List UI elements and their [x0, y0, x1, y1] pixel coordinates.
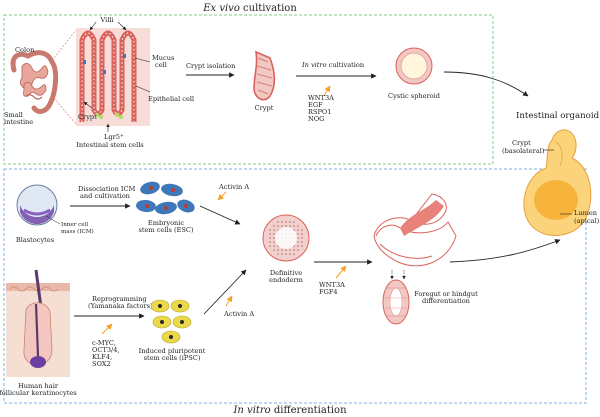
intestinal-organoid-label: Intestinal organoid: [516, 111, 600, 121]
ex-vivo-frame: [3, 14, 494, 165]
in-vitro-title: In vitro differentiation: [232, 405, 347, 416]
ipsc-label-2: stem cells (iPSC): [144, 354, 201, 362]
foregut-label-1: Foregut or hindgut: [414, 290, 478, 298]
yamanaka-sox2: SOX2: [92, 360, 111, 368]
isolated-crypt: [253, 50, 276, 101]
cystic-spheroid-label: Cystic spheroid: [388, 92, 441, 100]
factor-wnt3a: WNT3A: [308, 94, 334, 102]
esc-cells: [136, 181, 195, 215]
mucus-cell-label-2: cell: [155, 61, 167, 69]
crypt-left-label: Crypt: [78, 113, 97, 121]
in-vitro-cultivation-label: In vitro cultivation: [301, 61, 365, 69]
esc-label-1: Embryonic: [148, 219, 184, 227]
icm-label-2: mass (ICM): [61, 228, 94, 235]
lumen-label-2: (apical): [574, 217, 600, 225]
crypt-basolateral-label-1: Crypt: [512, 139, 531, 147]
esc-label-2: stem cells (ESC): [138, 226, 194, 234]
small-intestine-label-1: Small: [4, 111, 23, 119]
hair-follicle: [6, 269, 70, 377]
yamanaka-oct34: OCT3/4,: [92, 346, 120, 354]
in-vitro-frame: [3, 168, 587, 404]
crypt-mid-label: Crypt: [255, 104, 274, 112]
colon-label: Colon: [15, 46, 35, 54]
yamanaka-klf4: KLF4,: [92, 353, 112, 361]
reprogramming-label-1: Reprogramming: [92, 295, 147, 303]
definitive-label-1: Definitive: [270, 269, 302, 277]
esc-to-endoderm-arrow: [199, 205, 241, 225]
intestinal-organoid: [523, 129, 592, 236]
ipsc-to-endoderm-arrow: [203, 269, 247, 315]
intestine-illustration: [10, 50, 59, 114]
cystic-spheroid: [395, 47, 433, 85]
foregut-structure: [373, 193, 457, 325]
factor2-wnt3a: WNT3A: [319, 281, 345, 289]
factor-egf: EGF: [308, 101, 323, 109]
yamanaka-cmyc: c-MYC,: [92, 339, 116, 347]
ipsc-label-1: Induced pluripotent: [139, 347, 206, 355]
hair-label-2: follicular keratinocytes: [0, 389, 77, 397]
mucus-cell-label-1: Mucus: [152, 54, 175, 62]
definitive-label-2: endoderm: [269, 276, 304, 284]
dissociation-label-2: and cultivation: [80, 192, 131, 200]
blastocyte: [16, 184, 58, 226]
blastocytes-label: Blastocytes: [16, 236, 55, 244]
ex-vivo-title: Ex vivo cultivation: [202, 3, 297, 14]
dissociation-label-1: Dissociation ICM: [78, 185, 136, 193]
small-intestine-label-2: intestine: [4, 118, 33, 126]
factor2-fgf4: FGF4: [319, 288, 338, 296]
spheroid-to-organoid-arrow: [443, 71, 529, 97]
crypt-basolateral-label-2: (basolateral): [502, 147, 545, 155]
reprogramming-label-2: (Yamanaka factors): [88, 302, 153, 310]
activin-a-bottom-label: Activin A: [223, 310, 254, 318]
villi-label: Villi: [99, 16, 113, 24]
foregut-to-organoid-arrow: [449, 239, 561, 263]
factor-rspo1: RSPO1: [308, 108, 332, 116]
ipsc-cells: [150, 299, 192, 344]
foregut-label-2: differentiation: [422, 297, 471, 305]
definitive-endoderm: [262, 214, 310, 262]
activin-a-top-label: Activin A: [218, 183, 249, 191]
factor-nog: NOG: [308, 115, 324, 123]
lgr5-label: Lgr5+: [104, 133, 124, 141]
villi-tissue: [76, 28, 150, 126]
epithelial-cell-label: Epithelial cell: [148, 95, 194, 103]
icm-label-1: Inner cell: [61, 222, 88, 228]
crypt-isolation-label: Crypt isolation: [186, 62, 236, 70]
lumen-label-1: Lumen: [574, 209, 598, 217]
intestinal-stem-cells-label: Intestinal stem cells: [76, 141, 144, 149]
hair-label-1: Human hair: [18, 382, 59, 390]
